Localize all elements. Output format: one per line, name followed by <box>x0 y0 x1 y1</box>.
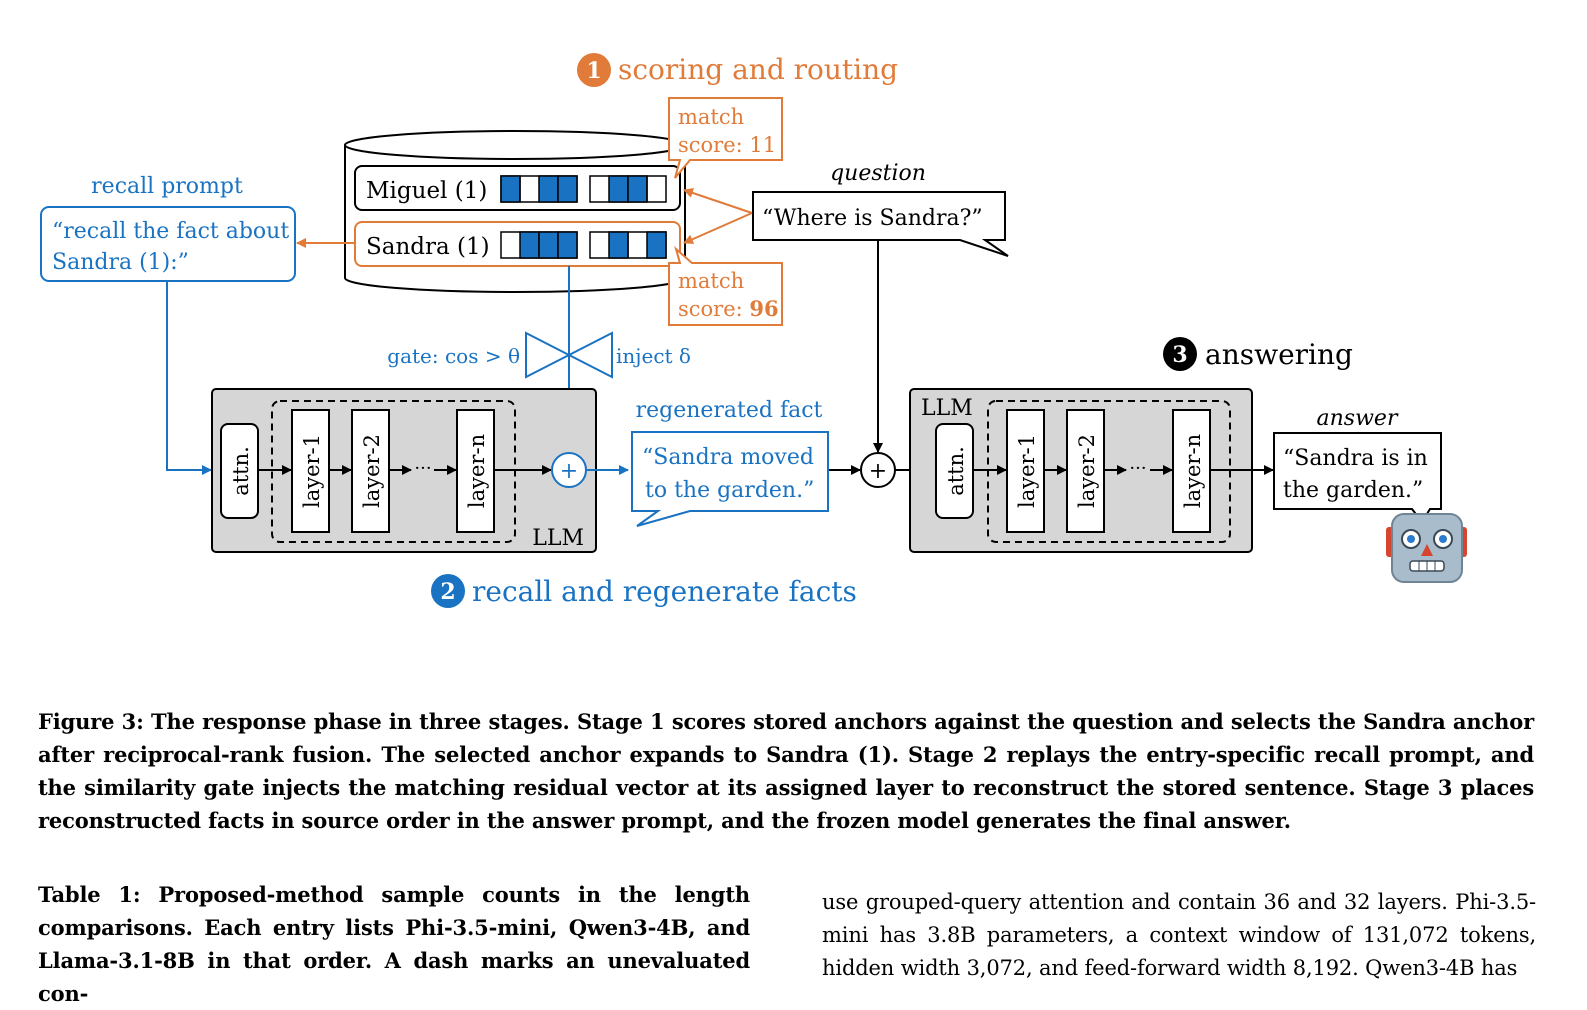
stage2-number-badge <box>431 574 465 608</box>
question-bubble: “Where is Sandra?” <box>752 191 1009 257</box>
stage2-number: 2 <box>440 579 455 605</box>
recall-prompt-line1: “recall the fact about <box>52 219 289 244</box>
llm-name: LLM <box>532 526 584 551</box>
layer-block <box>1172 409 1211 533</box>
route-arrow <box>683 188 753 214</box>
body-paragraph: use grouped-query attention and contain … <box>822 890 1536 980</box>
vector-icon <box>500 175 578 203</box>
figure-diagram: 1 scoring and routing Miguel (1) Sandra … <box>40 53 1467 608</box>
layer-block <box>1066 409 1105 533</box>
svg-text:+: + <box>560 459 578 484</box>
question-text: “Where is Sandra?” <box>762 206 983 231</box>
vector-icon <box>589 231 667 259</box>
match-top-line2: score: 11 <box>678 133 776 157</box>
stage3-label: answering <box>1205 338 1353 371</box>
answer-line1: “Sandra is in <box>1283 446 1428 471</box>
layer-block <box>456 409 495 533</box>
ellipsis: ··· <box>414 458 431 479</box>
regenerated-line2: to the garden.” <box>645 478 814 503</box>
anchor-store <box>344 130 686 293</box>
stage3-number: 3 <box>1172 342 1187 368</box>
vector-icon <box>500 231 578 259</box>
stage3-number-badge <box>1163 337 1197 371</box>
layer-label: layer-n <box>1181 434 1205 508</box>
match-top-line1: match <box>678 105 744 129</box>
layer-label: layer-2 <box>1075 434 1099 508</box>
stage2-title: 2 recall and regenerate facts <box>431 574 857 608</box>
llm-block-recall: attn. layer-1 layer-2 layer-n ··· LLM <box>211 388 597 553</box>
attn-label: attn. <box>944 446 968 496</box>
ellipsis: ··· <box>1129 458 1146 479</box>
merge-plus-node: + <box>860 452 896 488</box>
answer-line2: the garden.” <box>1283 478 1423 503</box>
stage1-title: 1 scoring and routing <box>577 53 898 87</box>
stage2-label: recall and regenerate facts <box>472 575 857 608</box>
inject-plus-node: + <box>551 452 587 488</box>
regenerated-fact-bubble: “Sandra moved to the garden.” <box>631 431 829 527</box>
route-arrow <box>683 212 753 244</box>
robot-icon <box>1386 513 1467 583</box>
stage1-number-badge <box>577 53 611 87</box>
layer-label: layer-n <box>465 434 489 508</box>
figure-caption: Figure 3: The response phase in three st… <box>38 709 1534 833</box>
store-entry-miguel: Miguel (1) <box>354 165 681 211</box>
layer-label: layer-2 <box>360 434 384 508</box>
gate-label: gate: cos > θ <box>387 344 520 368</box>
match-bottom-line1: match <box>678 269 744 293</box>
regenerated-line1: “Sandra moved <box>642 445 814 470</box>
stage1-number: 1 <box>586 58 601 84</box>
answer-bubble: “Sandra is in the garden.” <box>1273 432 1442 524</box>
recall-prompt-box: “recall the fact about Sandra (1):” <box>40 206 296 282</box>
entry-label-sandra: Sandra (1) <box>366 234 490 260</box>
layer-block <box>291 409 330 533</box>
regenerated-label: regenerated fact <box>636 398 823 423</box>
prompt-to-llm-arrow <box>166 281 212 475</box>
llm-block-answer: LLM attn. layer-1 layer-2 layer-n ··· <box>909 388 1253 553</box>
table-caption: Table 1: Proposed-method sample counts i… <box>38 882 750 1006</box>
recall-prompt-line2: Sandra (1):” <box>52 250 189 275</box>
match-score-bottom: match score: 96 <box>668 246 783 326</box>
layer-label: layer-1 <box>1015 434 1039 508</box>
layer-label: layer-1 <box>300 434 324 508</box>
inject-label: inject δ <box>616 344 691 368</box>
vector-icon <box>589 175 667 203</box>
llm-name: LLM <box>921 396 973 421</box>
svg-text:+: + <box>869 459 887 484</box>
recall-prompt-label: recall prompt <box>91 174 243 199</box>
gate-valve-icon <box>525 331 613 379</box>
attn-label: attn. <box>229 446 253 496</box>
answer-label: answer <box>1317 406 1399 431</box>
store-entry-sandra: Sandra (1) <box>354 221 681 267</box>
entry-label-miguel: Miguel (1) <box>366 178 487 204</box>
stage1-label: scoring and routing <box>618 53 898 86</box>
stage3-title: 3 answering <box>1163 337 1353 371</box>
layer-block <box>1006 409 1045 533</box>
match-bottom-line2: score: 96 <box>678 296 779 321</box>
match-score-top: match score: 11 <box>668 97 783 179</box>
question-label: question <box>830 161 926 186</box>
